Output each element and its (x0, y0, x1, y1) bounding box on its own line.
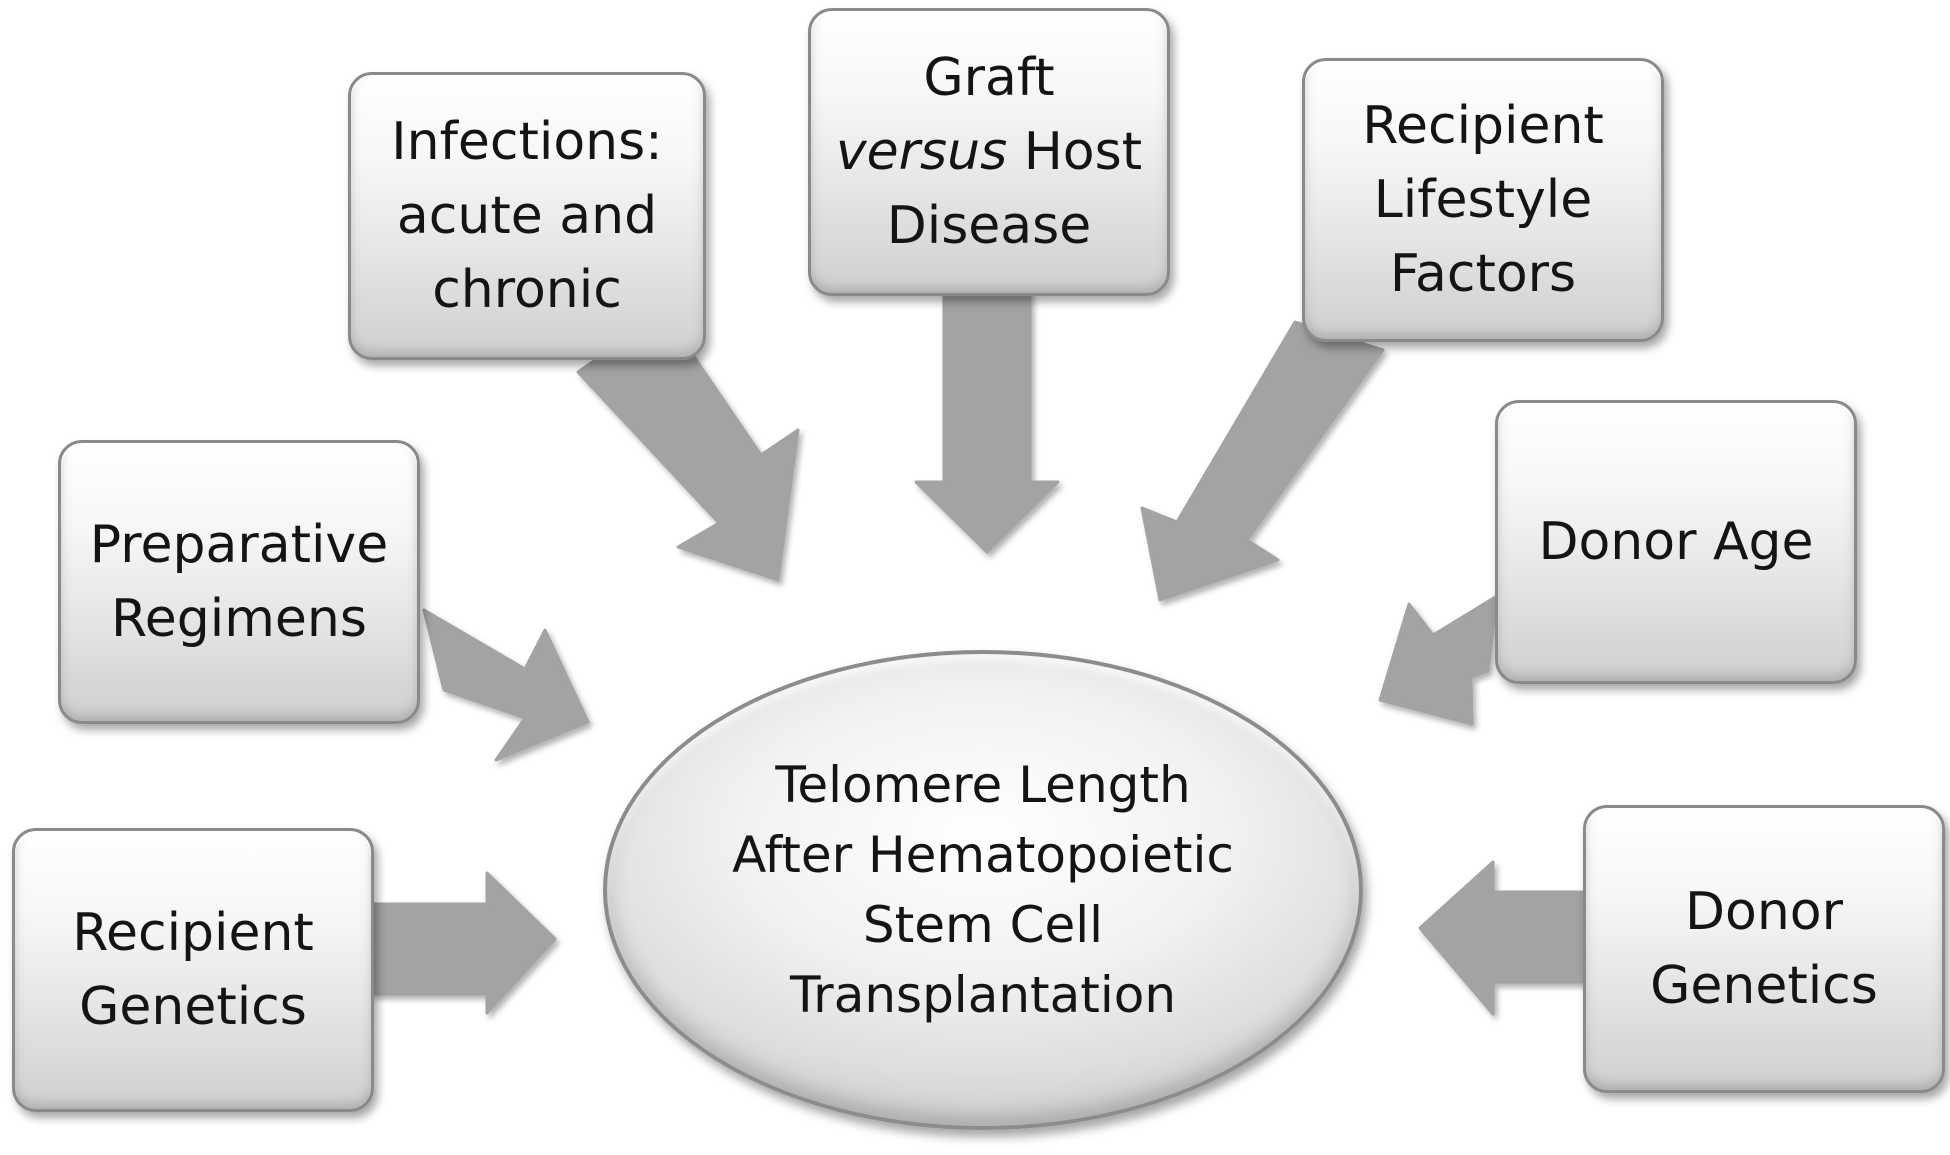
preparative-regimens-line-2: Regimens (111, 589, 367, 649)
infections-line-1: Infections: (391, 112, 663, 172)
infections-line-3: chronic (432, 260, 622, 320)
recipient-lifestyle-arrow (1140, 320, 1385, 602)
infections-box: Infections: acute and chronic (348, 72, 706, 360)
infections-line-2: acute and (396, 186, 658, 246)
gvhd-line-2-rest: Host (1007, 122, 1143, 182)
recipient-genetics-line-1: Recipient (72, 903, 314, 963)
recipient-lifestyle-line-2: Lifestyle (1373, 170, 1593, 230)
recipient-lifestyle-box: Recipient Lifestyle Factors (1302, 58, 1664, 342)
center-line-2: After Hematopoietic (732, 826, 1234, 884)
gvhd-line-1: Graft (923, 48, 1055, 108)
gvhd-box: Graft versus Host Disease (808, 8, 1170, 296)
recipient-genetics-line-2: Genetics (79, 977, 307, 1037)
donor-genetics-arrow (1418, 860, 1590, 1016)
preparative-regimens-line-1: Preparative (89, 515, 389, 575)
donor-age-box: Donor Age (1495, 400, 1857, 684)
central-outcome-ellipse: Telomere Length After Hematopoietic Stem… (603, 650, 1363, 1130)
preparative-regimens-arrow (422, 608, 590, 762)
donor-genetics-box: Donor Genetics (1583, 805, 1945, 1093)
gvhd-italic-word: versus (835, 122, 1008, 182)
gvhd-line-3: Disease (886, 196, 1092, 256)
recipient-lifestyle-line-3: Factors (1389, 244, 1577, 304)
recipient-genetics-box: Recipient Genetics (12, 828, 374, 1112)
center-line-1: Telomere Length (775, 756, 1191, 814)
recipient-genetics-arrow (370, 871, 557, 1015)
recipient-lifestyle-line-1: Recipient (1362, 96, 1604, 156)
preparative-regimens-box: Preparative Regimens (58, 440, 420, 724)
gvhd-line-2: versus Host (836, 115, 1142, 189)
donor-age-arrow (1378, 594, 1499, 726)
donor-genetics-line-2: Genetics (1650, 956, 1878, 1016)
gvhd-arrow (914, 290, 1060, 554)
donor-age-line-1: Donor Age (1538, 512, 1814, 572)
center-line-4: Transplantation (789, 966, 1177, 1024)
center-line-3: Stem Cell (862, 896, 1104, 954)
donor-genetics-line-1: Donor (1684, 882, 1843, 942)
